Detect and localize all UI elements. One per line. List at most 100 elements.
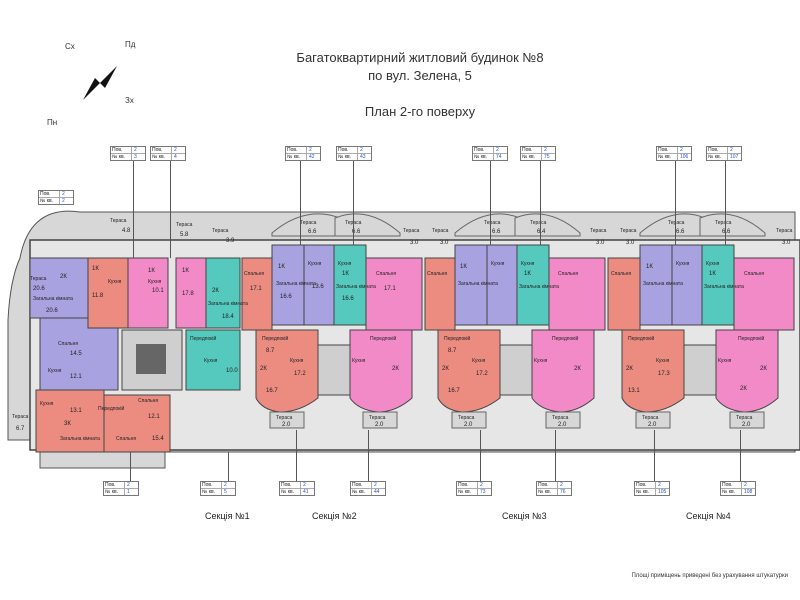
apt-code: 1К xyxy=(182,268,189,274)
terrace-value: 20.6 xyxy=(33,286,45,292)
room-label: Передпокій xyxy=(262,335,289,342)
terrace-label: Тераса xyxy=(300,220,317,226)
apartment-tag: Пов.2 № кв.44 xyxy=(350,481,386,496)
terrace-value: 4.8 xyxy=(122,228,131,234)
apartment-tag: Пов.2 № кв.4 xyxy=(150,146,186,161)
apartment-tag: Пов.2 № кв.73 xyxy=(456,481,492,496)
leader-line xyxy=(368,430,369,482)
terrace-value: 3.0 xyxy=(596,240,605,246)
leader-line xyxy=(130,452,131,482)
room-label: Кухня xyxy=(676,261,690,267)
apartment-tag: Пов.2 № кв.105 xyxy=(634,481,670,496)
terrace-value: 6.6 xyxy=(492,229,501,235)
terrace-value: 6.6 xyxy=(722,229,731,235)
room-value: 17.2 xyxy=(294,371,306,377)
room-label: Кухня xyxy=(352,358,366,364)
apt-code: 2К xyxy=(740,386,747,392)
apartment-tag: Пов.2 № кв.76 xyxy=(536,481,572,496)
leader-line xyxy=(540,160,541,245)
terrace-label: Тераса xyxy=(30,276,47,282)
terrace-label: Тераса xyxy=(530,220,547,226)
room-label: Кухня xyxy=(718,358,732,364)
room-value: 13.1 xyxy=(628,388,640,394)
section-label-4: Секція №4 xyxy=(686,511,731,521)
apartment-tag: Пов.2 № кв.108 xyxy=(720,481,756,496)
room-label: Передпокій xyxy=(190,335,217,342)
room-label: Спальня xyxy=(58,341,78,347)
apartment-tag: Пов.2 № кв.74 xyxy=(472,146,508,161)
terrace-label: Тераса xyxy=(276,415,293,421)
leader-line xyxy=(740,430,741,482)
compass-east-label: Сх xyxy=(65,42,75,51)
room-label: Передпокій xyxy=(552,335,579,342)
terrace-label: Тераса xyxy=(776,228,793,234)
room-label: Кухня xyxy=(290,358,304,364)
section-label-2: Секція №2 xyxy=(312,511,357,521)
room-label: Загальна кімната xyxy=(208,301,248,307)
room-label: Передпокій xyxy=(444,335,471,342)
section-label-1: Секція №1 xyxy=(205,511,250,521)
footnote: Площі приміщень приведені без урахування… xyxy=(631,573,788,579)
leader-line xyxy=(480,430,481,482)
room-label: Кухня xyxy=(48,368,62,374)
title-line-1: Багатоквартирний житловий будинок №8 xyxy=(296,50,544,65)
room-value: 16.7 xyxy=(448,388,460,394)
apt-code: 1К xyxy=(148,268,155,274)
room-label: Кухня xyxy=(472,358,486,364)
room-value: 20.6 xyxy=(46,308,58,314)
room-value: 12.1 xyxy=(148,414,160,420)
room-label: Кухня xyxy=(491,261,505,267)
room-label: Кухня xyxy=(108,279,122,285)
terrace-value: 3.0 xyxy=(782,240,791,246)
apartment-tag: Пов.2 № кв.107 xyxy=(706,146,742,161)
room-label: Передпокій xyxy=(370,335,397,342)
compass-star-icon xyxy=(67,50,133,116)
leader-line xyxy=(555,430,556,482)
leader-line xyxy=(228,452,229,482)
room-value: 15.4 xyxy=(152,436,164,442)
room-value: 16.6 xyxy=(342,296,354,302)
terrace-value: 3.0 xyxy=(410,240,419,246)
terrace-value: 2.0 xyxy=(282,422,291,428)
room-label: Кухня xyxy=(308,261,322,267)
room-value: 16.6 xyxy=(280,294,292,300)
terrace-label: Тераса xyxy=(736,415,753,421)
room-value: 17.8 xyxy=(182,291,194,297)
title-line-3: План 2-го поверху xyxy=(364,104,476,119)
terrace-value: 6.6 xyxy=(352,229,361,235)
room-value: 18.4 xyxy=(222,314,234,320)
apt-code: 1К xyxy=(646,264,653,270)
apartment-tag: Пов.2 № кв.41 xyxy=(279,481,315,496)
terrace-label: Тераса xyxy=(668,220,685,226)
terrace-label: Тераса xyxy=(484,220,501,226)
terrace-label: Тераса xyxy=(212,228,229,234)
apt-code: 3К xyxy=(64,421,71,427)
room-label: Спальня xyxy=(376,271,396,277)
terrace-label: Тераса xyxy=(369,415,386,421)
terrace-value: 3.0 xyxy=(440,240,449,246)
apartment-tag: Пов.2 № кв.75 xyxy=(520,146,556,161)
room-label: Загальна кімната xyxy=(60,436,100,442)
compass-north-label: Пн xyxy=(47,118,58,127)
apt-code: 2К xyxy=(212,288,219,294)
apt-code: 2К xyxy=(442,366,449,372)
terrace-label: Тераса xyxy=(642,415,659,421)
terrace-value: 2.0 xyxy=(648,422,657,428)
terrace-value: 6.7 xyxy=(16,426,25,432)
apartment-tag: Пов.2 № кв.43 xyxy=(336,146,372,161)
room-label: Спальня xyxy=(744,271,764,277)
room-value: 10.0 xyxy=(226,368,238,374)
apartment-tag: Пов.2 № кв.2 xyxy=(38,190,74,205)
terrace-value: 6.6 xyxy=(676,229,685,235)
room-value: 17.1 xyxy=(250,286,262,292)
room-value: 17.2 xyxy=(476,371,488,377)
room-label: Передпокій xyxy=(628,335,655,342)
leader-line xyxy=(654,430,655,482)
terrace-value: 5.8 xyxy=(180,232,189,238)
terrace-label: Тераса xyxy=(176,222,193,228)
apt-code: 1К xyxy=(278,264,285,270)
leader-line xyxy=(296,430,297,482)
room-label: Спальня xyxy=(558,271,578,277)
room-label: Кухня xyxy=(534,358,548,364)
apartment-tag: Пов.2 № кв.42 xyxy=(285,146,321,161)
